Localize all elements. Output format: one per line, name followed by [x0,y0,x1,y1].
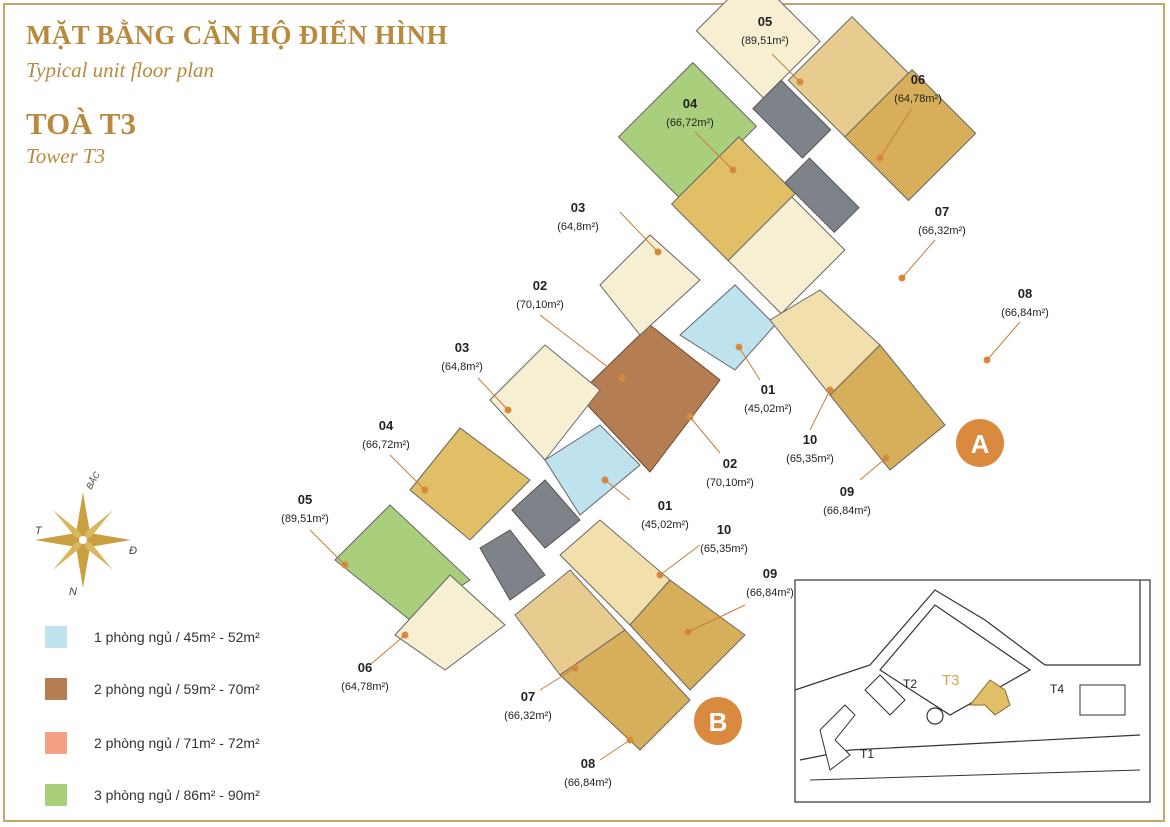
site-map: T1 T2 T3 T4 [794,579,1151,803]
label-b04-area: (66,72m²) [362,439,410,451]
block-a-plan [617,0,977,315]
legend-label: 2 phòng ngủ / 71m² - 72m² [94,735,260,751]
block-b-plan [334,344,746,751]
unit-b01[interactable] [544,424,641,516]
label-a07-num: 07 [935,204,949,219]
compass-rose: T Đ N BẮC [35,470,137,598]
page-title: MẶT BẰNG CĂN HỘ ĐIỂN HÌNH [26,20,448,50]
core-b1 [511,479,581,549]
tower-title: TOÀ T3 [26,106,136,141]
compass-bac: BẮC [84,470,102,491]
site-t4: T4 [1050,682,1064,696]
label-b06-area: (64,78m²) [341,681,389,693]
legend-label: 3 phòng ngủ / 86m² - 90m² [94,787,260,803]
tower-subtitle: Tower T3 [26,144,106,168]
label-a07-area: (66,32m²) [918,225,966,237]
compass-north: N [69,586,77,598]
label-b04-num: 04 [379,418,394,433]
block-a-label: A [971,429,990,459]
label-a04-num: 04 [683,96,698,111]
compass-west: T [35,525,43,537]
legend-swatch-2bed-small [45,678,67,700]
legend-item-1bed: 1 phòng ngủ / 45m² - 52m² [45,626,345,648]
label-a03-area: (64,8m²) [557,221,599,233]
label-a06-num: 06 [911,72,925,87]
unit-b03[interactable] [489,344,601,461]
label-b08-num: 08 [581,756,595,771]
label-a09-num: 09 [840,484,854,499]
label-b01-num: 01 [658,498,672,513]
compass-east: Đ [129,545,137,557]
label-a08-num: 08 [1018,286,1032,301]
legend-item-2bed-large: 2 phòng ngủ / 71m² - 72m² [45,732,345,754]
page-subtitle: Typical unit floor plan [26,58,215,82]
core-b2 [479,529,546,601]
unit-b06[interactable] [394,574,506,671]
core-a2 [784,157,860,234]
label-b08-area: (66,84m²) [564,777,612,789]
legend-label: 2 phòng ngủ / 59m² - 70m² [94,681,260,697]
label-b06-num: 06 [358,660,372,675]
unit-b08[interactable] [559,629,691,751]
unit-a03[interactable] [727,196,846,315]
site-t2: T2 [903,677,917,691]
label-b03-num: 03 [455,340,469,355]
label-b07-num: 07 [521,689,535,704]
unit-b04[interactable] [409,427,531,541]
unit-a08[interactable] [844,68,977,202]
label-a04-area: (66,72m²) [666,117,714,129]
legend-item-3bed: 3 phòng ngủ / 86m² - 90m² [45,784,345,806]
unit-a09[interactable] [829,344,946,471]
site-t3: T3 [942,672,960,689]
label-a05-area: (89,51m²) [741,35,789,47]
label-b10-area: (65,35m²) [700,543,748,555]
label-a01-area: (45,02m²) [744,403,792,415]
label-b01-area: (45,02m²) [641,519,689,531]
unit-a06[interactable] [695,0,821,99]
label-a10-num: 10 [803,432,817,447]
legend-swatch-2bed-large [45,732,67,754]
label-b10-num: 10 [717,522,731,537]
label-a02-area: (70,10m²) [516,299,564,311]
label-b09-num: 09 [763,566,777,581]
leader-lines [309,53,1021,761]
label-b03-area: (64,8m²) [441,361,483,373]
label-a08-area: (66,84m²) [1001,307,1049,319]
label-a01-num: 01 [761,382,775,397]
label-a06-area: (64,78m²) [894,93,942,105]
label-b05-num: 05 [298,492,312,507]
unit-a03-b [599,234,701,336]
block-b-badge [694,697,742,745]
site-t1: T1 [860,747,874,761]
label-a10-area: (65,35m²) [786,453,834,465]
label-a09-area: (66,84m²) [823,505,871,517]
label-b02-area: (70,10m²) [706,477,754,489]
label-a02-num: 02 [533,278,547,293]
legend-label: 1 phòng ngủ / 45m² - 52m² [94,629,260,645]
legend-swatch-1bed [45,626,67,648]
unit-a01[interactable] [679,284,776,371]
label-a05-num: 05 [758,14,772,29]
legend-item-2bed-small: 2 phòng ngủ / 59m² - 70m² [45,678,345,700]
block-a-badge [956,419,1004,467]
core-a1 [752,79,832,159]
label-b02-num: 02 [723,456,737,471]
label-b09-area: (66,84m²) [746,587,794,599]
unit-a02[interactable] [577,324,721,473]
label-b07-area: (66,32m²) [504,710,552,722]
block-b-label: B [709,707,728,737]
legend-swatch-3bed [45,784,67,806]
block-a-center [577,234,946,473]
label-b05-area: (89,51m²) [281,513,329,525]
label-a03-num: 03 [571,200,585,215]
unit-labels: 05 (89,51m²) 06 (64,78m²) 04 (66,72m²) 0… [281,14,1049,789]
